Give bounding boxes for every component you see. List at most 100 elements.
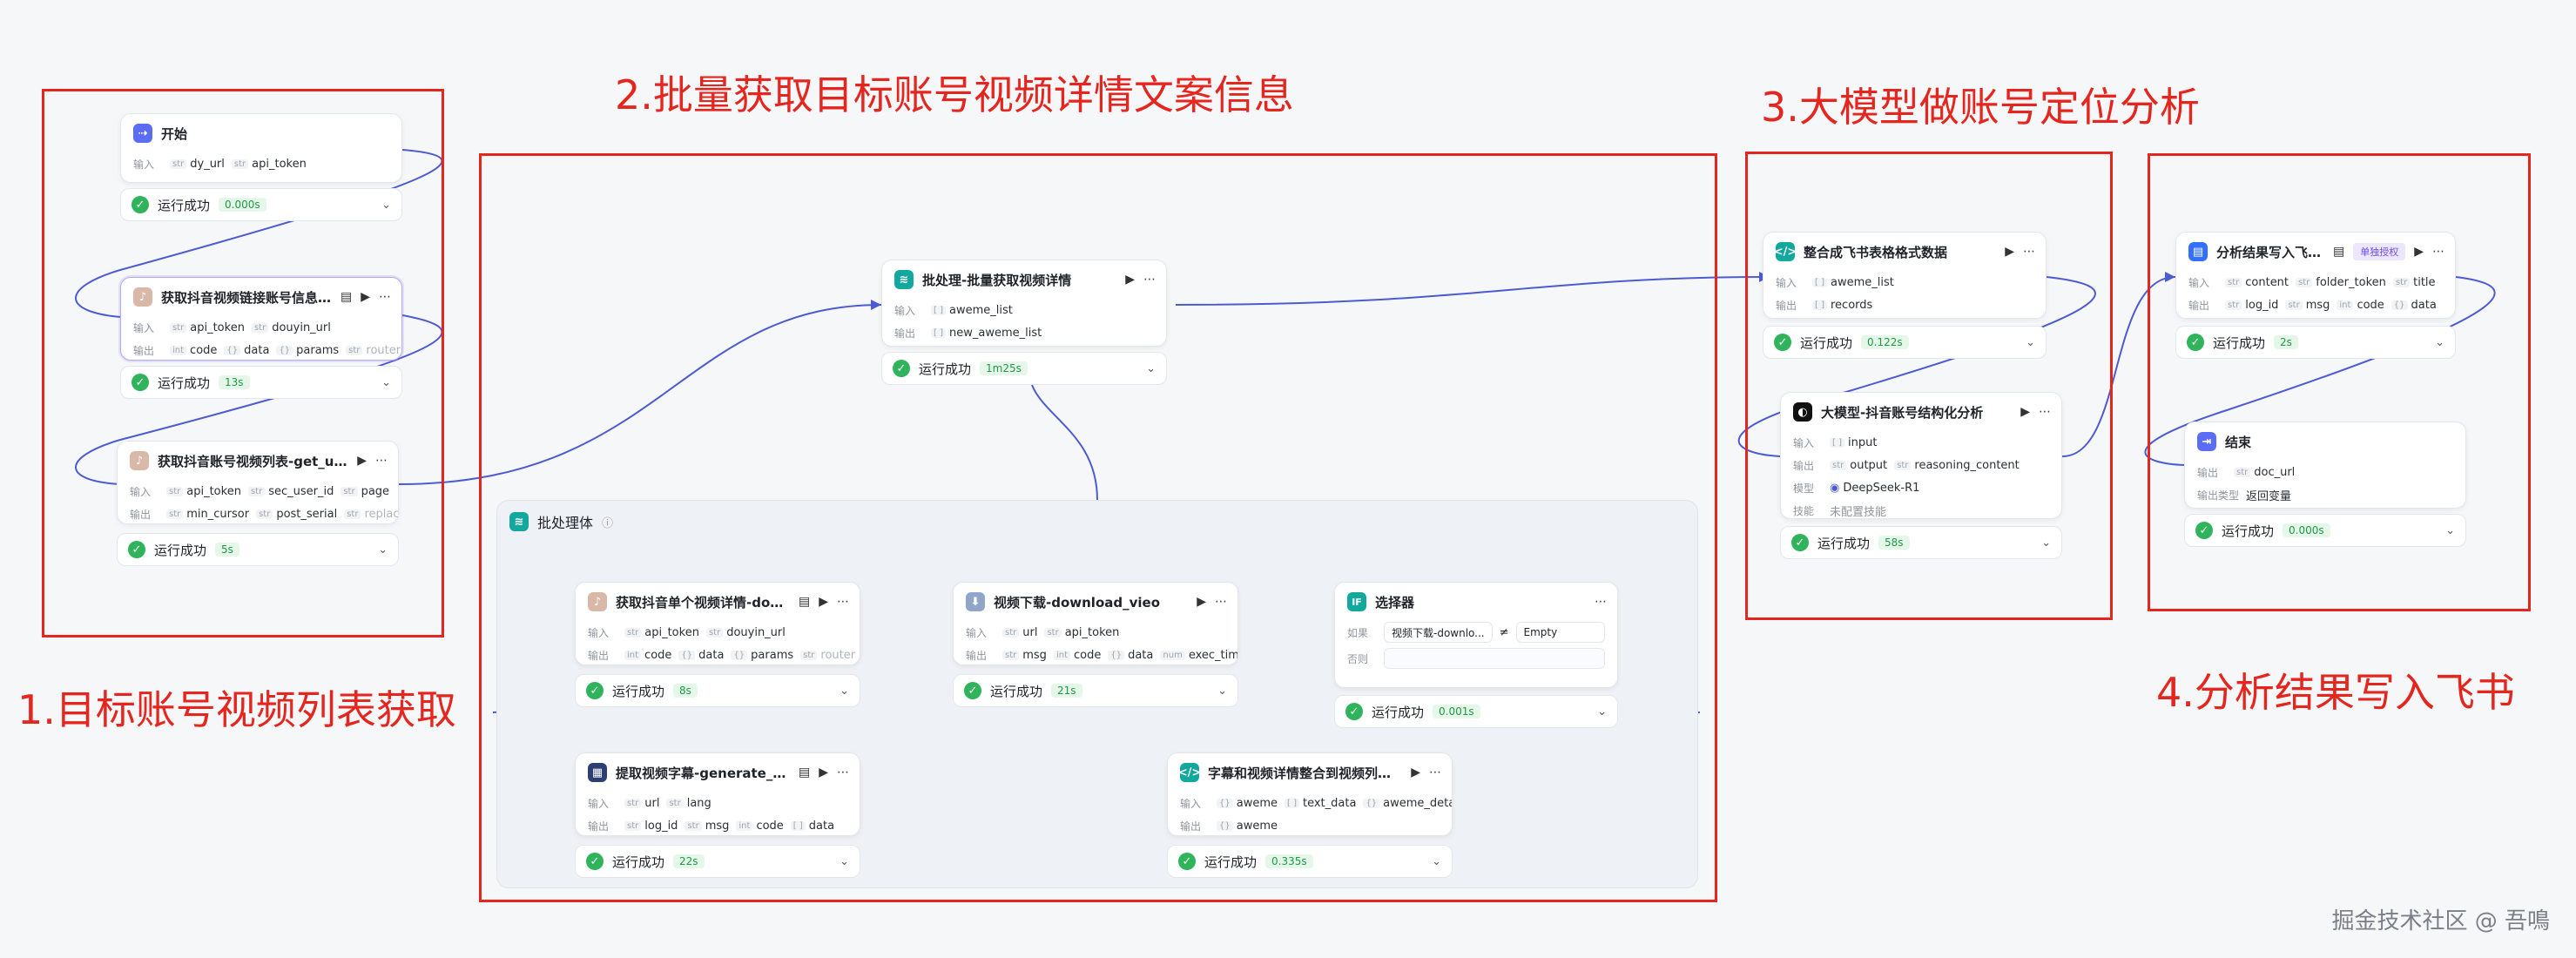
run-icon[interactable]: ▶: [1411, 766, 1420, 779]
run-icon[interactable]: ▶: [819, 766, 828, 779]
end-icon: ⇥: [2197, 432, 2216, 451]
douyin-avatar-icon: ♪: [133, 287, 152, 307]
code-icon: </>: [1178, 763, 1201, 782]
run-icon[interactable]: ▶: [357, 454, 367, 468]
batch-icon: ≋: [894, 270, 914, 289]
check-icon: ✓: [586, 682, 604, 699]
status-format[interactable]: ✓ 运行成功 0.122s ⌄: [1763, 326, 2047, 359]
batch-icon: ≋: [509, 512, 529, 531]
node-batch[interactable]: ≋ 批处理-批量获取视频详情 ▶⋯ 输入 [ ]aweme_list 输出 [ …: [881, 260, 1167, 347]
chevron-down-icon[interactable]: ⌄: [2026, 335, 2035, 349]
more-icon[interactable]: ⋯: [1595, 595, 1607, 609]
run-icon[interactable]: ▶: [819, 595, 828, 609]
more-icon[interactable]: ⋯: [837, 595, 849, 609]
chevron-down-icon[interactable]: ⌄: [378, 543, 388, 557]
status-start[interactable]: ✓ 运行成功 0.000s ⌄: [120, 188, 402, 221]
more-icon[interactable]: ⋯: [1143, 273, 1156, 287]
chevron-down-icon[interactable]: ⌄: [2041, 536, 2051, 550]
run-icon[interactable]: ▶: [361, 290, 370, 304]
feishu-doc-icon: ▤: [2188, 242, 2208, 261]
more-icon[interactable]: ⋯: [837, 766, 849, 779]
check-icon: ✓: [1791, 534, 1809, 551]
section-2-box: [479, 153, 1717, 902]
condition-left[interactable]: 视频下载-downlo...: [1384, 622, 1493, 643]
more-icon[interactable]: ⋯: [1429, 766, 1441, 779]
batch-body-title: 批处理体: [537, 515, 594, 531]
more-icon[interactable]: ⋯: [2432, 245, 2445, 259]
status-llm[interactable]: ✓ 运行成功 58s ⌄: [1780, 526, 2062, 559]
chevron-down-icon[interactable]: ⌄: [1597, 705, 1607, 718]
check-icon: ✓: [586, 853, 604, 870]
model-icon: ◉: [1830, 481, 1840, 495]
run-icon[interactable]: ▶: [1125, 273, 1135, 287]
status-get-single[interactable]: ✓ 运行成功 8s ⌄: [575, 674, 860, 707]
more-icon[interactable]: ⋯: [379, 290, 391, 304]
condition-operator: ≠: [1499, 625, 1509, 639]
auth-badge[interactable]: 单独授权: [2353, 243, 2406, 260]
check-icon: ✓: [2187, 334, 2204, 351]
start-icon: ⇢: [133, 124, 152, 143]
chevron-down-icon[interactable]: ⌄: [840, 854, 849, 868]
check-icon: ✓: [131, 196, 149, 213]
chevron-down-icon[interactable]: ⌄: [2435, 335, 2445, 349]
check-icon: ✓: [2195, 522, 2213, 539]
status-batch[interactable]: ✓ 运行成功 1m25s ⌄: [881, 352, 1167, 385]
run-icon[interactable]: ▶: [1197, 595, 1206, 609]
watermark: 掘金技术社区 @ 吾鳴: [2331, 908, 2550, 934]
check-icon: ✓: [1345, 703, 1363, 720]
run-icon[interactable]: ▶: [2020, 405, 2030, 419]
chevron-down-icon[interactable]: ⌄: [2445, 523, 2455, 537]
doc-icon[interactable]: ▤: [340, 290, 353, 304]
status-get-link[interactable]: ✓ 运行成功 13s ⌄: [120, 366, 402, 399]
section-3-title: 3.大模型做账号定位分析: [1761, 84, 2200, 131]
check-icon: ✓: [131, 374, 149, 391]
condition-right[interactable]: Empty: [1515, 622, 1605, 643]
run-icon[interactable]: ▶: [2005, 245, 2014, 259]
check-icon: ✓: [893, 360, 910, 377]
status-get-list[interactable]: ✓ 运行成功 5s ⌄: [117, 533, 399, 566]
status-merge[interactable]: ✓ 运行成功 0.335s ⌄: [1167, 845, 1453, 878]
more-icon[interactable]: ⋯: [2023, 245, 2035, 259]
chevron-down-icon[interactable]: ⌄: [1217, 684, 1227, 698]
status-selector[interactable]: ✓ 运行成功 0.001s ⌄: [1334, 695, 1618, 728]
chevron-down-icon[interactable]: ⌄: [840, 684, 849, 698]
doc-icon[interactable]: ▤: [798, 595, 811, 609]
more-icon[interactable]: ⋯: [375, 454, 388, 468]
status-subtitle[interactable]: ✓ 运行成功 22s ⌄: [575, 845, 860, 878]
check-icon: ✓: [964, 682, 981, 699]
code-icon: </>: [1774, 242, 1797, 261]
chevron-down-icon[interactable]: ⌄: [1432, 854, 1441, 868]
deepseek-icon: ◐: [1793, 402, 1812, 422]
node-merge[interactable]: </> 字幕和视频详情整合到视频列表... ▶⋯ 输入 {}aweme [ ]t…: [1167, 752, 1453, 836]
chevron-down-icon[interactable]: ⌄: [381, 198, 391, 212]
check-icon: ✓: [1774, 334, 1791, 351]
status-end[interactable]: ✓ 运行成功 0.000s ⌄: [2184, 514, 2466, 547]
check-icon: ✓: [1178, 853, 1196, 870]
section-2-title: 2.批量获取目标账号视频详情文案信息: [615, 71, 1294, 118]
doc-icon[interactable]: ▤: [798, 766, 811, 779]
status-download[interactable]: ✓ 运行成功 21s ⌄: [953, 674, 1238, 707]
node-subtitle[interactable]: ▦ 提取视频字幕-generate_vide... ▤▶⋯ 输入 strurl …: [575, 752, 860, 836]
doc-icon[interactable]: ▤: [2332, 245, 2345, 259]
chevron-down-icon[interactable]: ⌄: [1146, 361, 1156, 375]
node-format[interactable]: </> 整合成飞书表格格式数据 ▶⋯ 输入 [ ]aweme_list 输出 […: [1763, 232, 2047, 319]
run-icon[interactable]: ▶: [2414, 245, 2424, 259]
more-icon[interactable]: ⋯: [2039, 405, 2051, 419]
node-selector[interactable]: IF 选择器 ⋯ 如果 视频下载-downlo... ≠ Empty 否则: [1334, 582, 1618, 688]
section-1-title: 1.目标账号视频列表获取: [17, 686, 456, 733]
else-branch: [1384, 648, 1605, 669]
info-icon: ⓘ: [602, 516, 614, 530]
status-write[interactable]: ✓ 运行成功 2s ⌄: [2175, 326, 2456, 359]
chevron-down-icon[interactable]: ⌄: [381, 375, 391, 389]
more-icon[interactable]: ⋯: [1215, 595, 1227, 609]
section-1-box: [42, 89, 444, 638]
